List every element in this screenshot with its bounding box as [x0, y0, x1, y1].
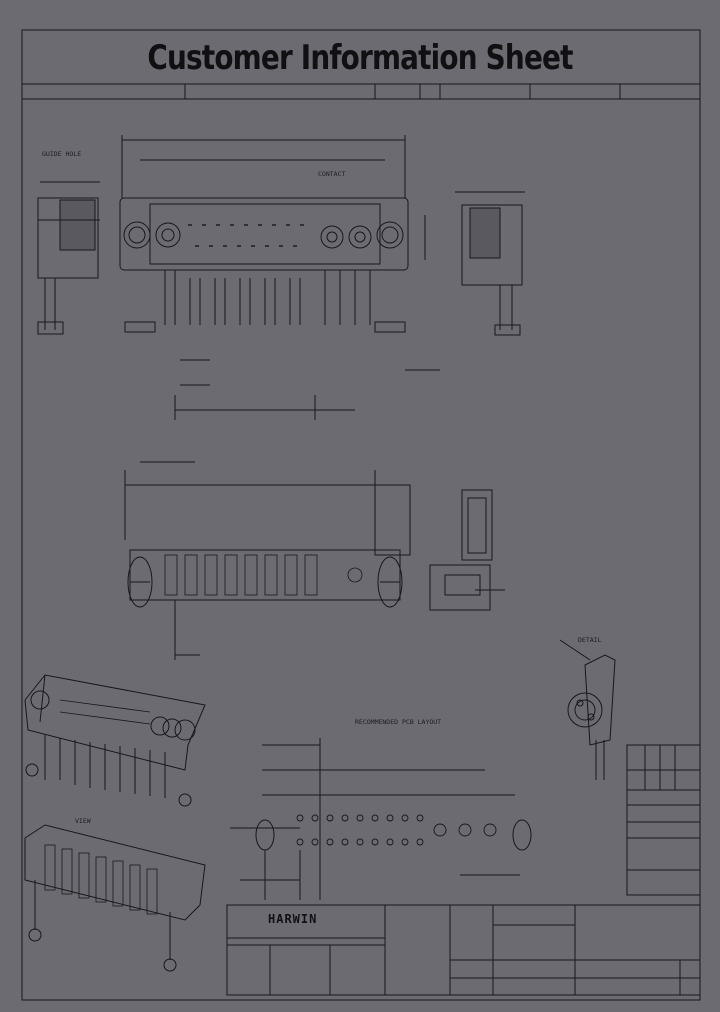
revision-block: [626, 744, 701, 896]
company-logo: HARWIN: [268, 912, 318, 926]
contact-label: CONTACT: [318, 170, 346, 178]
left-side-view: [37, 181, 100, 335]
front-view: [119, 135, 440, 420]
page-title: Customer Information Sheet: [147, 38, 573, 78]
pcb-layout: [230, 738, 532, 900]
detail-view: [559, 639, 616, 780]
guide-hole-label: GUIDE HOLE: [42, 150, 82, 158]
title-block: [226, 904, 701, 996]
pcb-layout-label: RECOMMENDED PCB LAYOUT: [355, 718, 442, 726]
right-side-view: [455, 191, 525, 336]
isometric-top: [24, 674, 206, 807]
header-row: [21, 83, 701, 100]
isometric-bottom: [24, 824, 206, 972]
sheet-border: [21, 29, 701, 1001]
isometric-label: VIEW: [75, 817, 91, 825]
detail-label: DETAIL: [578, 636, 602, 644]
section-view: [124, 461, 505, 660]
